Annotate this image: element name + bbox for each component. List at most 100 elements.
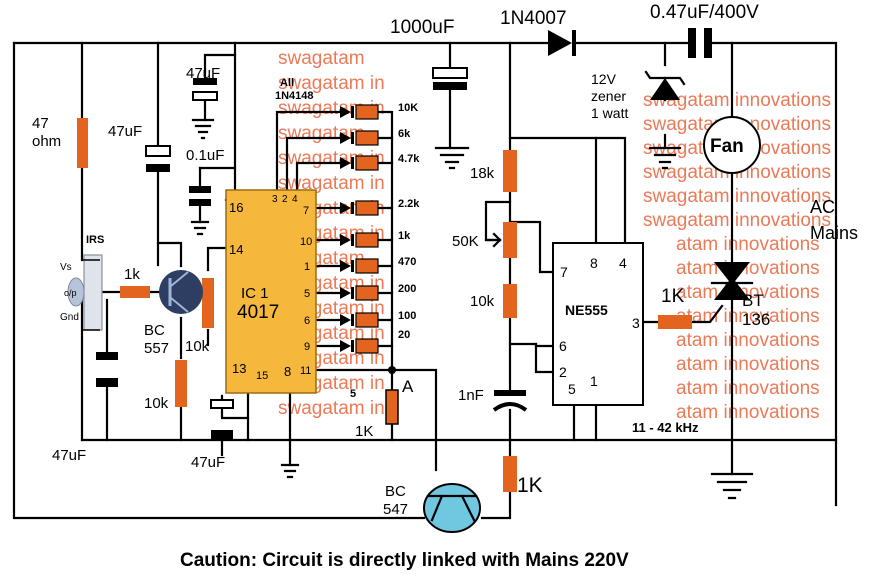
ne555-pin-4: 4: [619, 255, 627, 271]
watermark-text: atam innovations: [676, 234, 820, 255]
diodes: [340, 30, 754, 352]
watermark-text: atam innovations: [676, 378, 820, 399]
resistor-ladder: [355, 104, 379, 354]
diode-bar: [351, 157, 354, 169]
diode-bar: [351, 287, 354, 299]
label-cap-mains: 0.47uF/400V: [650, 2, 759, 23]
ic1-pin-15: 15: [256, 370, 268, 382]
ic1-pin-5: 5: [304, 288, 310, 300]
resistor-10k-mid-icon: [503, 284, 517, 318]
ground-icon: [280, 463, 300, 479]
diode-1n4148-icon: [340, 340, 351, 352]
ic1-pin-2: 2: [282, 194, 288, 205]
ic1-pin-6: 6: [304, 315, 310, 327]
ic1-pin-8: 8: [284, 364, 291, 379]
zener-diode-icon: [644, 70, 686, 100]
label-zener-12v: 12V: [591, 71, 617, 87]
label-diode-1n4148: 1N4148: [275, 90, 314, 102]
ir-sensor: [67, 254, 103, 331]
resistor-10k-a-icon: [202, 278, 214, 328]
capacitor-01uf-icon: [189, 186, 211, 206]
ladder-resistor-label: 6k: [398, 128, 411, 140]
capacitors: [96, 28, 712, 440]
watermark-text: atam innovations: [676, 330, 820, 351]
ne555-pin-7: 7: [560, 264, 568, 280]
resistor-50k-icon: [503, 222, 517, 258]
resistors: [77, 104, 692, 492]
capacitor-47uf-top-icon: [192, 78, 218, 101]
label-irs-vs: Vs: [60, 262, 72, 273]
label-irs-gnd: Gnd: [60, 312, 79, 323]
ic1-label: IC 1: [241, 285, 269, 302]
node-a-dot-icon: [388, 366, 396, 374]
resistor-1k-ic-icon: [385, 389, 399, 425]
ic1-pin-3: 3: [272, 194, 278, 205]
label-cap-47uf: 47uF: [108, 123, 142, 140]
ne555-pin-2: 2: [559, 364, 567, 380]
capacitor-47uf-mid-icon: [210, 399, 234, 440]
label-r-1k-ic: 1K: [355, 423, 373, 440]
label-cap-1000uf: 1000uF: [390, 17, 454, 38]
ic1-pin-10: 10: [300, 236, 312, 248]
ladder-resistor-label: 2.2k: [398, 198, 420, 210]
diode-1n4148-icon: [340, 314, 351, 326]
diode-ladder: [340, 106, 354, 352]
ne555-pin-5: 5: [568, 381, 576, 397]
diode-bar: [351, 314, 354, 326]
ladder-resistor-label: 1k: [398, 230, 411, 242]
diode-1n4148-icon: [340, 202, 351, 214]
label-cap-1nf: 1nF: [458, 387, 484, 404]
diode-bar: [351, 260, 354, 272]
ic1-pin-7: 7: [303, 205, 309, 217]
ladder-resistor-label: 100: [398, 310, 416, 322]
resistor-ladder-icon: [355, 312, 379, 328]
label-r-47: 47: [32, 115, 49, 132]
label-triac-136: 136: [742, 310, 770, 329]
diode-bar: [351, 132, 354, 144]
label-r-1k-bottom: 1K: [517, 474, 543, 497]
ic1-pin-13: 13: [232, 361, 246, 376]
ground-icon: [434, 146, 470, 170]
label-r-18k: 18k: [470, 165, 495, 182]
resistor-1k-irs-icon: [120, 286, 150, 298]
ladder-resistor-label: 20: [398, 329, 410, 341]
ne555-timer: [552, 242, 644, 406]
label-r-5: 5: [350, 388, 356, 400]
watermark-text: atam innovations: [676, 354, 820, 375]
watermark-text: swagatam innovations: [643, 210, 831, 231]
ground-icon: [191, 118, 215, 140]
label-node-a: A: [402, 377, 414, 396]
ic1-pin-1: 1: [304, 261, 310, 273]
diode-1n4007-icon: [548, 30, 576, 56]
label-r-ohm: ohm: [32, 133, 61, 150]
label-bc547-num: 547: [383, 501, 408, 518]
label-cap-47uf-bm: 47uF: [191, 454, 225, 471]
label-r-1k-irs: 1k: [124, 266, 140, 283]
ladder-resistor-label: 10K: [398, 102, 418, 114]
diode-1n4148-icon: [340, 132, 351, 144]
ne555-pin-6: 6: [559, 338, 567, 354]
fan-motor: [703, 116, 761, 174]
caution-text: Caution: Circuit is directly linked with…: [180, 550, 629, 571]
ground-icon: [710, 472, 754, 500]
labels: 1000uF 1N4007 0.47uF/400V 47uF All 1N414…: [32, 2, 858, 571]
triac-icon: [710, 262, 754, 300]
ic1-pin-16: 16: [229, 200, 243, 215]
label-triac-bt: BT: [742, 291, 764, 310]
watermark-text: atam innovations: [676, 402, 820, 423]
resistor-47ohm-icon: [77, 118, 88, 168]
capacitor-1nf-icon: [492, 390, 528, 412]
label-r-50k: 50K: [452, 233, 479, 250]
ne555-pin-8: 8: [590, 255, 598, 271]
resistor-ladder-icon: [355, 258, 379, 274]
label-cap-01uf: 0.1uF: [186, 147, 224, 164]
ir-sensor-lens-icon: [67, 277, 85, 307]
diode-1n4148-icon: [340, 234, 351, 246]
diode-bar: [351, 202, 354, 214]
resistor-1k-gate-icon: [658, 315, 692, 329]
ic1-pin-11: 11: [300, 365, 311, 377]
capacitor-47uf-left-icon: [96, 352, 118, 387]
ic1-part: 4017: [237, 302, 279, 323]
